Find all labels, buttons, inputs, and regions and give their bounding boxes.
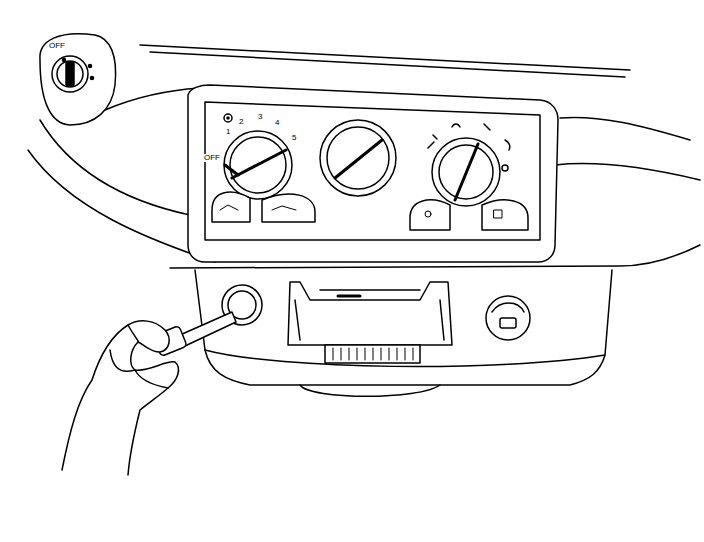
fan-speed-label: 1 [225, 128, 231, 136]
outlet-cap [486, 296, 530, 340]
position-dot [89, 65, 92, 68]
dash-surface [560, 117, 690, 140]
dash-surface [40, 120, 190, 215]
dash-edge [140, 45, 630, 70]
dash-surface [555, 163, 700, 180]
bin-bottom [300, 385, 440, 396]
defrost-symbol [502, 165, 508, 171]
button [482, 200, 528, 230]
fan-speed-label: OFF [203, 154, 221, 162]
button [410, 200, 450, 230]
outlet-cap [492, 303, 524, 312]
ashtray-edge [320, 289, 420, 291]
button [212, 192, 250, 222]
position-dot [63, 59, 66, 62]
console-bin [195, 270, 612, 385]
button-symbol [494, 210, 502, 218]
fan-speed-label: 4 [274, 119, 280, 127]
ashtray [288, 282, 452, 345]
grip-ridge [333, 348, 413, 360]
temperature-knob [320, 120, 396, 196]
hand [62, 321, 179, 475]
ashtray-edge [295, 300, 444, 340]
dash-edge [170, 245, 700, 268]
fan-knob [230, 137, 286, 193]
knob-indicator [225, 165, 238, 175]
dash-surface [105, 88, 200, 110]
key-slot [66, 62, 74, 86]
knob-pointer [232, 150, 286, 178]
panel-bezel [188, 85, 558, 262]
knob-pointer [335, 140, 382, 178]
finger [110, 350, 135, 371]
fan-symbol [227, 117, 229, 119]
ashtray-spring [338, 295, 360, 298]
dash-surface [28, 150, 215, 262]
dash-edge [150, 52, 625, 77]
control-panel [205, 102, 540, 240]
knob-pointer [455, 144, 478, 200]
mode-knob [432, 138, 500, 206]
fan-symbol [224, 114, 232, 122]
cigarette-lighter [180, 312, 236, 346]
ashtray-grip [325, 345, 420, 363]
switch-position-label: OFF [48, 42, 66, 50]
fan-knob [224, 131, 292, 199]
fan-speed-label: 5 [291, 134, 297, 142]
ignition-switch [52, 56, 88, 92]
finger [135, 370, 168, 388]
ignition-switch [57, 61, 83, 87]
fan-speed-label: 3 [257, 113, 263, 121]
button-symbol [425, 211, 431, 217]
ignition-housing [40, 34, 116, 125]
mode-knob [439, 145, 493, 199]
finger [128, 325, 138, 342]
position-dot [91, 77, 94, 80]
outlet-cap [500, 318, 516, 328]
mode-symbol [428, 124, 510, 150]
temperature-knob [327, 127, 389, 189]
fan-speed-label: 2 [238, 118, 244, 126]
button-symbol [220, 205, 296, 210]
